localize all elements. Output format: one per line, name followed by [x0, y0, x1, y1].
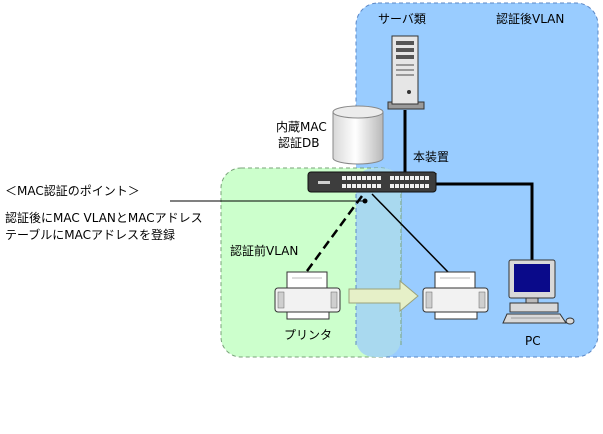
printer-pre-link-dashed: [305, 195, 364, 272]
callout-title: ＜MAC認証のポイント＞: [5, 184, 140, 198]
pc-link: [432, 182, 534, 262]
printer-icon-post-auth: [422, 271, 489, 320]
mac-auth-db-icon: [332, 105, 384, 165]
vlan-migration-arrow: [348, 279, 419, 313]
callout-line3: テーブルにMACアドレスを登録: [5, 228, 176, 242]
mac-db-label-line1: 内蔵MAC: [276, 120, 327, 134]
callout-line2: 認証後にMAC VLANとMACアドレス: [5, 211, 203, 225]
pc-icon: [502, 259, 575, 325]
servers-label: サーバ類: [378, 12, 426, 26]
printer-post-link: [371, 193, 449, 273]
zone-overlap: [356, 168, 401, 357]
printer-label: プリンタ: [284, 328, 333, 342]
callout-point-dot: [362, 198, 368, 204]
device-label: 本装置: [413, 150, 450, 164]
switch-device-icon: [307, 171, 437, 193]
pc-label: PC: [525, 334, 541, 348]
printer-icon-pre-auth: [274, 271, 341, 320]
server-icon: [387, 35, 425, 110]
pre-auth-vlan-label: 認証前VLAN: [230, 244, 299, 258]
post-auth-vlan-label: 認証後VLAN: [496, 12, 565, 26]
mac-db-label-line2: 認証DB: [278, 136, 320, 150]
